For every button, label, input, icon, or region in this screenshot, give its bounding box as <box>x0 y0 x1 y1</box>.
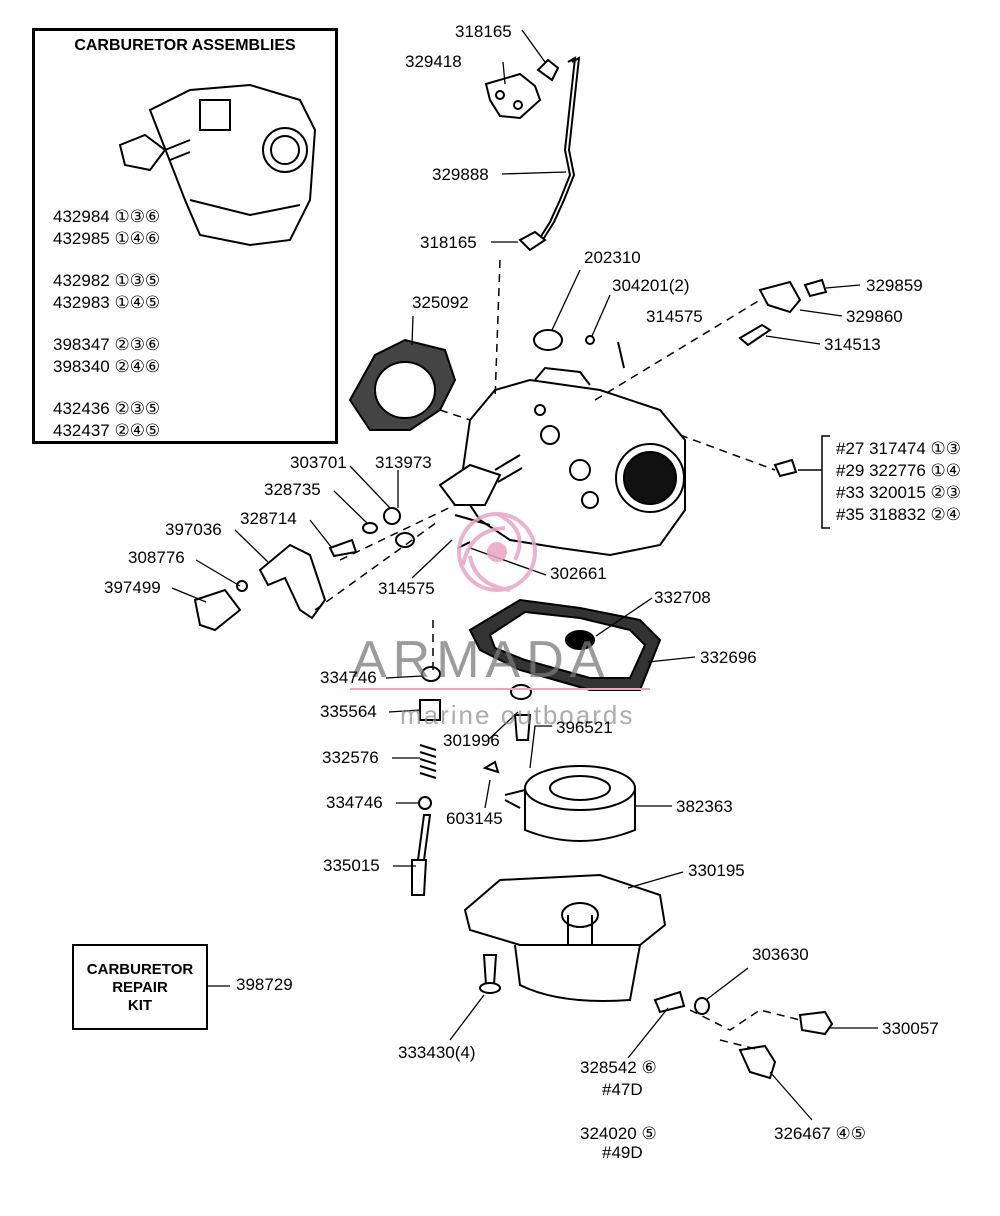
watermark-logo <box>457 512 537 592</box>
jet-label: #33 320015 ②③ <box>836 483 962 502</box>
assembly-row: 432985 ①④⑥ <box>53 229 161 248</box>
part-label: 397499 <box>104 578 161 597</box>
needle-valve-stack-drawing <box>411 666 532 896</box>
part-label: 329418 <box>405 52 462 71</box>
part-label: 330057 <box>882 1019 939 1038</box>
part-label: 303701 <box>290 453 347 472</box>
part-label: 325092 <box>412 293 469 312</box>
float-bowl-drawing <box>463 873 667 1002</box>
part-label: 314575 <box>646 307 703 326</box>
part-label: #47D <box>602 1080 643 1099</box>
part-label: #49D <box>602 1143 643 1162</box>
watermark-tagline: marine outboards <box>400 700 635 730</box>
part-label: 328714 <box>240 509 297 528</box>
part-label: 303630 <box>752 945 809 964</box>
assembly-row: 398340 ②④⑥ <box>53 357 161 376</box>
part-label: 328735 <box>264 480 321 499</box>
assembly-row: 432984 ①③⑥ <box>53 207 161 226</box>
part-label: 302661 <box>550 564 607 583</box>
repair-kit-line: CARBURETOR <box>86 961 194 978</box>
part-label: 330195 <box>688 861 745 880</box>
part-label: 318165 <box>455 22 512 41</box>
assembly-row: 432983 ①④⑤ <box>53 293 161 312</box>
part-label: 332708 <box>654 588 711 607</box>
repair-kit-line: KIT <box>127 997 153 1014</box>
part-label: 329859 <box>866 276 923 295</box>
repair-kit-line: REPAIR <box>112 979 168 996</box>
repair-kit-box: CARBURETOR REPAIR KIT <box>72 944 208 1030</box>
part-label: 326467 ④⑤ <box>774 1124 866 1143</box>
assembly-row: 432982 ①③⑤ <box>53 271 161 290</box>
part-label: 603145 <box>446 809 503 828</box>
throttle-lever-drawing <box>193 507 491 632</box>
watermark-brand: ARMADA <box>352 631 611 689</box>
part-label: 332576 <box>322 748 379 767</box>
throttle-link-drawing <box>484 56 581 252</box>
part-label: 318165 <box>420 233 477 252</box>
part-label: 333430(4) <box>398 1043 476 1062</box>
assemblies-title: CARBURETOR ASSEMBLIES <box>74 37 296 54</box>
watermark-divider <box>350 688 650 690</box>
part-label: 335564 <box>320 702 377 721</box>
part-label: 301996 <box>443 731 500 750</box>
part-label: 334746 <box>320 668 377 687</box>
part-label: 328542 ⑥ <box>580 1058 657 1077</box>
part-label: 397036 <box>165 520 222 539</box>
part-label: 329860 <box>846 307 903 326</box>
part-label: 314513 <box>824 335 881 354</box>
part-label: 335015 <box>323 856 380 875</box>
inset-carburetor-illustration <box>118 83 317 247</box>
carburetor-body-drawing <box>438 366 686 557</box>
part-label: 396521 <box>556 718 613 737</box>
part-label: 324020 ⑤ <box>580 1124 657 1143</box>
assembly-row: 432436 ②③⑤ <box>53 399 161 418</box>
gasket-325092-drawing <box>348 338 457 431</box>
jet-label: #27 317474 ①③ <box>836 439 962 458</box>
part-label: 314575 <box>378 579 435 598</box>
part-label: 202310 <box>584 248 641 267</box>
part-label: 398729 <box>236 975 293 994</box>
part-label: 334746 <box>326 793 383 812</box>
part-label: 308776 <box>128 548 185 567</box>
assembly-row: 398347 ②③⑥ <box>53 335 161 354</box>
part-label: 304201(2) <box>612 276 690 295</box>
jet-label: #35 318832 ②④ <box>836 505 962 524</box>
part-label: 313973 <box>375 453 432 472</box>
jet-label: #29 322776 ①④ <box>836 461 962 480</box>
part-label: 329888 <box>432 165 489 184</box>
part-label: 332696 <box>700 648 757 667</box>
part-label: 382363 <box>676 797 733 816</box>
assembly-row: 432437 ②④⑤ <box>53 421 161 440</box>
carburetor-assemblies-box: CARBURETOR ASSEMBLIES 432984 ①③⑥ 432985 … <box>32 28 338 444</box>
float-drawing <box>504 765 636 842</box>
